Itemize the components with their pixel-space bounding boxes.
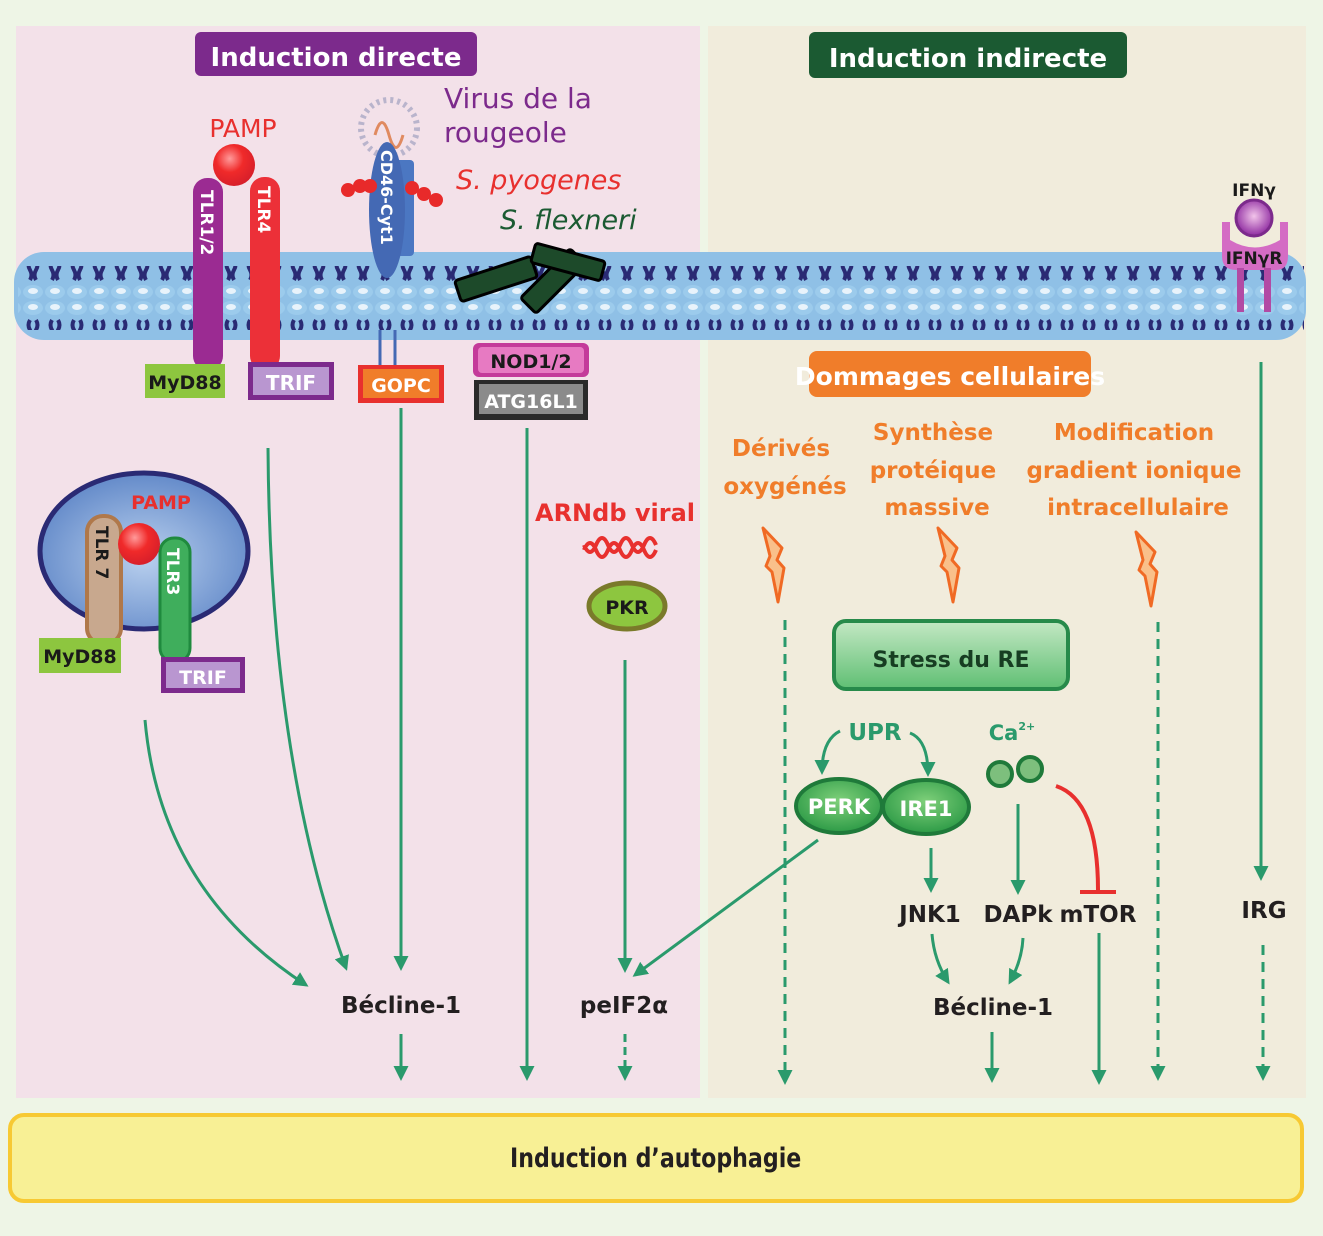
- damage-ros-label: Dérivés oxygénés: [723, 436, 846, 500]
- myd88-label: MyD88: [148, 372, 222, 394]
- trif-box: TRIF: [248, 362, 334, 400]
- perk-label: PERK: [808, 795, 871, 819]
- endo-pamp-label: PAMP: [131, 492, 191, 514]
- calcium-ions-icon: [986, 755, 1044, 788]
- damage-header-label: Dommages cellulaires: [795, 362, 1105, 391]
- gopc-label: GOPC: [371, 375, 431, 397]
- ire1-label: IRE1: [900, 797, 953, 821]
- nod12-box: NOD1/2: [473, 343, 589, 377]
- trif-label: TRIF: [266, 371, 316, 395]
- tlr3-label: TLR3: [162, 548, 182, 595]
- header-indirect-label: Induction indirecte: [829, 44, 1107, 74]
- lightning-icon: [761, 526, 786, 604]
- s-flexneri-bacteria-icon: [453, 242, 607, 314]
- measles-label: Virus de la rougeole: [444, 82, 601, 149]
- s-pyogenes-icon: [341, 179, 443, 207]
- perk-node: PERK: [794, 777, 884, 835]
- mtor-inhibition-line: [1055, 784, 1100, 891]
- tlr12-label: TLR1/2: [196, 190, 216, 255]
- becline-direct-label: Bécline-1: [341, 993, 461, 1019]
- cell-membrane: [14, 252, 1306, 340]
- er-stress-box: Stress du RE: [832, 619, 1070, 691]
- gopc-box: GOPC: [358, 365, 444, 403]
- endo-pamp-ball: [118, 523, 160, 565]
- ifngr-label: IFNγR: [1226, 249, 1283, 269]
- pamp-ball: [213, 144, 255, 186]
- becline-indirect-label: Bécline-1: [933, 995, 1053, 1021]
- endo-trif-label: TRIF: [179, 667, 227, 689]
- direct-arrows: [143, 408, 819, 1081]
- autophagy-induction-box: Induction d’autophagie: [8, 1113, 1304, 1203]
- header-indirect: Induction indirecte: [809, 32, 1127, 78]
- pkr-node: PKR: [586, 580, 668, 632]
- cd46-label: CD46-Cyt1: [377, 150, 396, 245]
- s-flexneri-label: S. flexneri: [500, 205, 637, 236]
- s-pyogenes-label: S. pyogenes: [456, 165, 621, 196]
- endo-trif-box: TRIF: [161, 657, 245, 693]
- pamp-surface-label: PAMP: [209, 114, 276, 143]
- header-direct: Induction directe: [195, 32, 477, 76]
- lightning-icon: [1134, 530, 1159, 608]
- endosome: PAMP TLR 7 TLR3: [37, 470, 251, 664]
- tlr12-receptor: TLR1/2: [193, 178, 223, 370]
- myd88-box: MyD88: [145, 364, 225, 398]
- damage-protein-label: Synthèse protéique massive: [870, 420, 1005, 521]
- irg-label: IRG: [1241, 898, 1286, 924]
- endo-myd88-box: MyD88: [39, 638, 121, 673]
- arndb-label: ARNdb viral: [535, 499, 695, 527]
- nod12-label: NOD1/2: [490, 351, 571, 373]
- tlr4-label: TLR4: [253, 186, 273, 234]
- damage-ionic-label: Modification gradient ionique intracellu…: [1026, 420, 1249, 521]
- peif2a-label: peIF2α: [580, 993, 668, 1019]
- upr-arrows: [814, 729, 936, 777]
- atg16l1-label: ATG16L1: [484, 391, 578, 413]
- tlr4-receptor: TLR4: [250, 177, 280, 370]
- endo-myd88-label: MyD88: [43, 646, 117, 668]
- er-stress-label: Stress du RE: [872, 648, 1029, 673]
- pkr-label: PKR: [605, 597, 649, 619]
- indirect-arrows: [777, 362, 1271, 1085]
- indirect-induction-panel: [708, 26, 1306, 1098]
- damage-header: Dommages cellulaires: [795, 351, 1105, 397]
- calcium-label: Ca2+: [989, 720, 1035, 745]
- jnk1-label: JNK1: [897, 902, 961, 928]
- autophagy-induction-label: Induction d’autophagie: [510, 1142, 802, 1174]
- header-direct-label: Induction directe: [211, 43, 462, 73]
- dsrna-icon: [582, 536, 658, 559]
- tlr7-label: TLR 7: [91, 526, 111, 579]
- ire1-node: IRE1: [881, 778, 971, 836]
- ifng-label: IFNγ: [1232, 181, 1276, 201]
- ifngr-receptor: IFNγ IFNγR: [1222, 181, 1288, 312]
- dapk-label: DAPk: [983, 902, 1053, 928]
- upr-label: UPR: [848, 720, 902, 746]
- lightning-icon: [936, 526, 961, 604]
- atg16l1-box: ATG16L1: [474, 380, 588, 420]
- mtor-label: mTOR: [1060, 902, 1137, 928]
